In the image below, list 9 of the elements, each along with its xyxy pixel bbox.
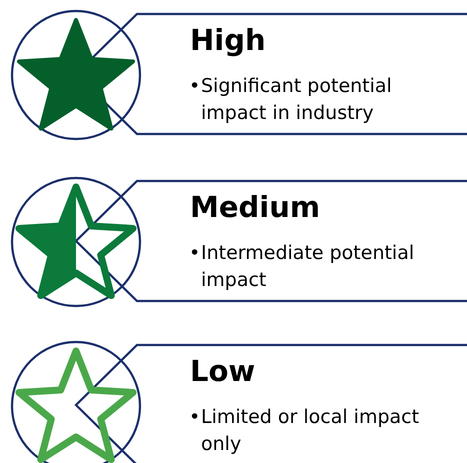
description-text: Limited or local impact only (201, 405, 420, 457)
level-heading: Medium (190, 190, 320, 224)
bullet-marker: • (189, 405, 200, 430)
description-text: Intermediate potential impact (201, 241, 416, 293)
description-text: Significant potential impact in industry (201, 74, 393, 126)
bullet-marker: • (189, 74, 200, 99)
bullet-marker: • (189, 241, 200, 266)
level-heading: High (190, 23, 266, 57)
level-heading: Low (190, 354, 256, 388)
